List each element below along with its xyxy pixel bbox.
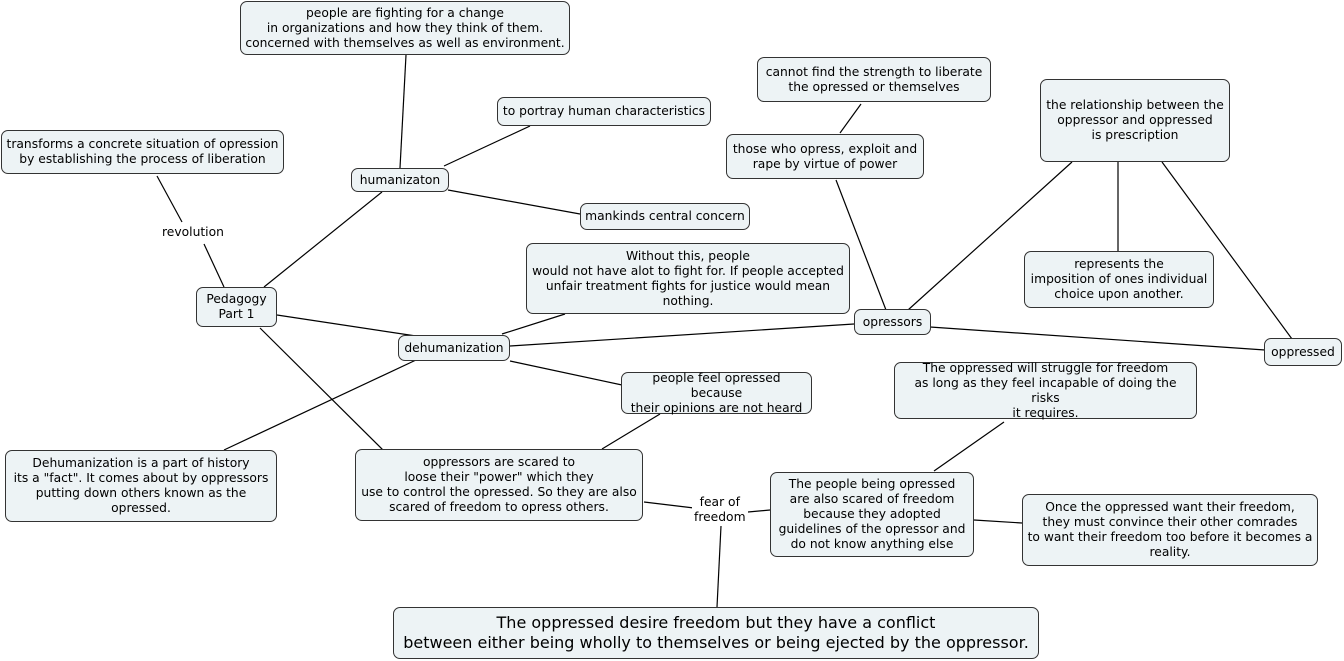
node-humanization[interactable]: humanizaton — [351, 168, 449, 192]
edge-fear-people — [747, 509, 771, 513]
node-transforms[interactable]: transforms a concrete situation of opres… — [1, 130, 284, 174]
node-dehumanization[interactable]: dehumanization — [398, 335, 510, 361]
node-people-feel-opressed[interactable]: people feel opressed because their opini… — [621, 371, 812, 415]
edge-people-once — [973, 519, 1023, 524]
node-represents[interactable]: represents the imposition of ones indivi… — [1024, 251, 1214, 308]
edge-pedagogy-humanization — [263, 191, 383, 288]
edge-feel-scared — [601, 413, 661, 450]
node-opressors[interactable]: opressors — [854, 309, 931, 335]
node-struggle[interactable]: The oppressed will struggle for freedom … — [894, 361, 1197, 420]
edge-people-struggle — [933, 421, 1005, 472]
node-oppressed[interactable]: oppressed — [1264, 338, 1342, 366]
node-pedagogy[interactable]: Pedagogy Part 1 — [196, 287, 277, 327]
edge-dehumanization-feel — [509, 360, 623, 386]
node-dehumanization-history[interactable]: Dehumanization is a part of history its … — [5, 450, 277, 522]
node-relationship[interactable]: the relationship between the oppressor a… — [1040, 79, 1230, 162]
node-portray[interactable]: to portray human characteristics — [497, 97, 711, 126]
link-label-revolution: revolution — [160, 225, 226, 240]
edge-humanization-portray — [443, 125, 531, 167]
edge-dehumanization-without — [501, 313, 566, 335]
node-oppressed-desire-freedom[interactable]: The oppressed desire freedom but they ha… — [393, 607, 1039, 659]
edge-strength-those — [839, 103, 862, 134]
edge-pedagogy-dehumanization — [276, 314, 417, 337]
link-label-fear-of-freedom: fear of freedom — [692, 495, 748, 525]
edge-pedagogy-scared — [259, 327, 384, 451]
node-fighting-for-change[interactable]: people are fighting for a change in orga… — [240, 1, 570, 55]
node-once-oppressed[interactable]: Once the oppressed want their freedom, t… — [1022, 494, 1318, 566]
node-without-this[interactable]: Without this, people would not have alot… — [526, 243, 850, 314]
node-mankind[interactable]: mankinds central concern — [580, 203, 750, 230]
edge-those-opressors — [835, 179, 887, 311]
edge-dehumanization-history — [223, 359, 417, 451]
edge-opressors-oppressed — [929, 326, 1266, 351]
edge-revolution-transforms — [156, 175, 183, 223]
edge-fear-bottom — [716, 525, 722, 608]
edge-humanization-fighting — [399, 54, 407, 169]
edge-opressors-relationship — [907, 161, 1073, 311]
node-oppressors-scared[interactable]: oppressors are scared to loose their "po… — [355, 449, 643, 521]
node-people-being-opressed[interactable]: The people being opressed are also scare… — [770, 472, 974, 557]
edge-dehumanization-opressors — [509, 323, 855, 347]
node-cannot-find-strength[interactable]: cannot find the strength to liberate the… — [757, 57, 991, 102]
edge-relationship-oppressed — [1161, 161, 1293, 340]
edge-scared-fear — [643, 501, 695, 509]
edge-pedagogy-revolution — [203, 243, 225, 288]
node-those-who-opress[interactable]: those who opress, exploit and rape by vi… — [726, 134, 924, 179]
edge-humanization-mankind — [447, 189, 581, 215]
